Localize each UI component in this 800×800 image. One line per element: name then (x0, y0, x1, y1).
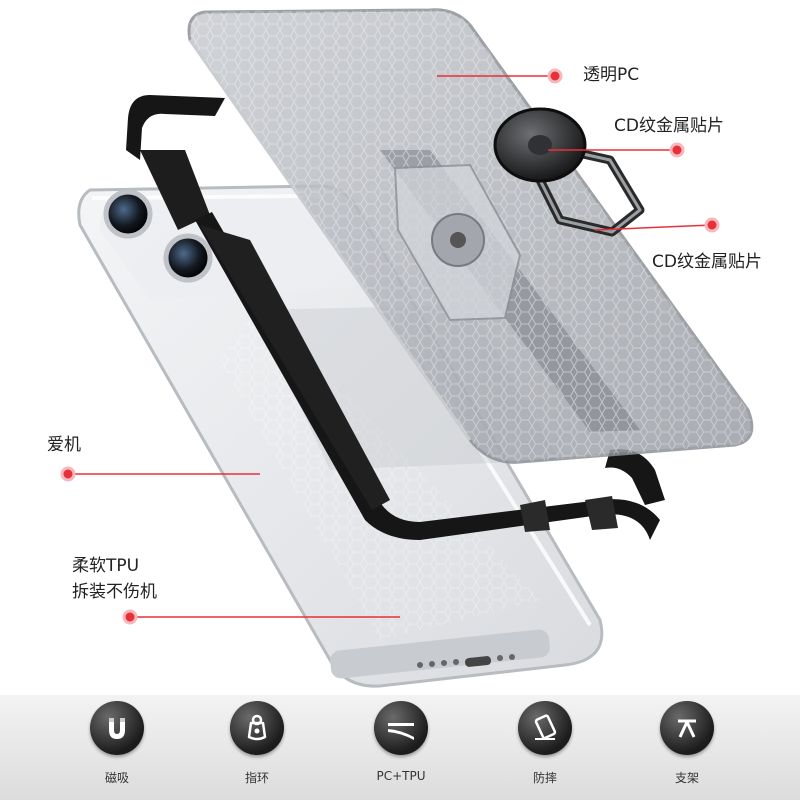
callout-clear-pc: 透明PC (583, 65, 640, 85)
callout-soft-tpu-line2: 拆装不伤机 (72, 582, 157, 602)
callout-cd-metal-plate-top: CD纹金属贴片 (614, 116, 724, 136)
magnet-icon (90, 701, 144, 755)
callout-phone: 爱机 (47, 435, 81, 455)
callout-markers (60, 68, 720, 625)
feature-label: PC+TPU (376, 769, 426, 783)
feature-label: 支架 (674, 771, 699, 785)
feature-bar: 磁吸 指环 PC+TPU 防摔 支架 (0, 695, 800, 800)
exploded-case-illustration (60, 8, 754, 688)
feature-drop-proof: 防摔 (490, 701, 600, 786)
feature-label: 磁吸 (104, 771, 129, 785)
feature-label: 防摔 (532, 771, 557, 785)
callout-soft-tpu-line1: 柔软TPU (72, 556, 140, 576)
feature-magnetic: 磁吸 (62, 701, 172, 786)
feature-label: 指环 (244, 771, 269, 785)
clear-pc-shell-layer (187, 8, 754, 464)
feature-finger-ring: 指环 (202, 701, 312, 786)
layers-icon (374, 701, 428, 755)
stand-icon (660, 701, 714, 755)
callout-cd-metal-plate-bottom: CD纹金属贴片 (652, 252, 762, 272)
feature-stand: 支架 (632, 701, 742, 786)
tpu-bumper-layer (126, 95, 665, 540)
feature-pc-tpu: PC+TPU (346, 701, 456, 783)
ring-holder-layer (493, 107, 645, 237)
finger-ring-icon (230, 701, 284, 755)
drop-proof-icon (518, 701, 572, 755)
